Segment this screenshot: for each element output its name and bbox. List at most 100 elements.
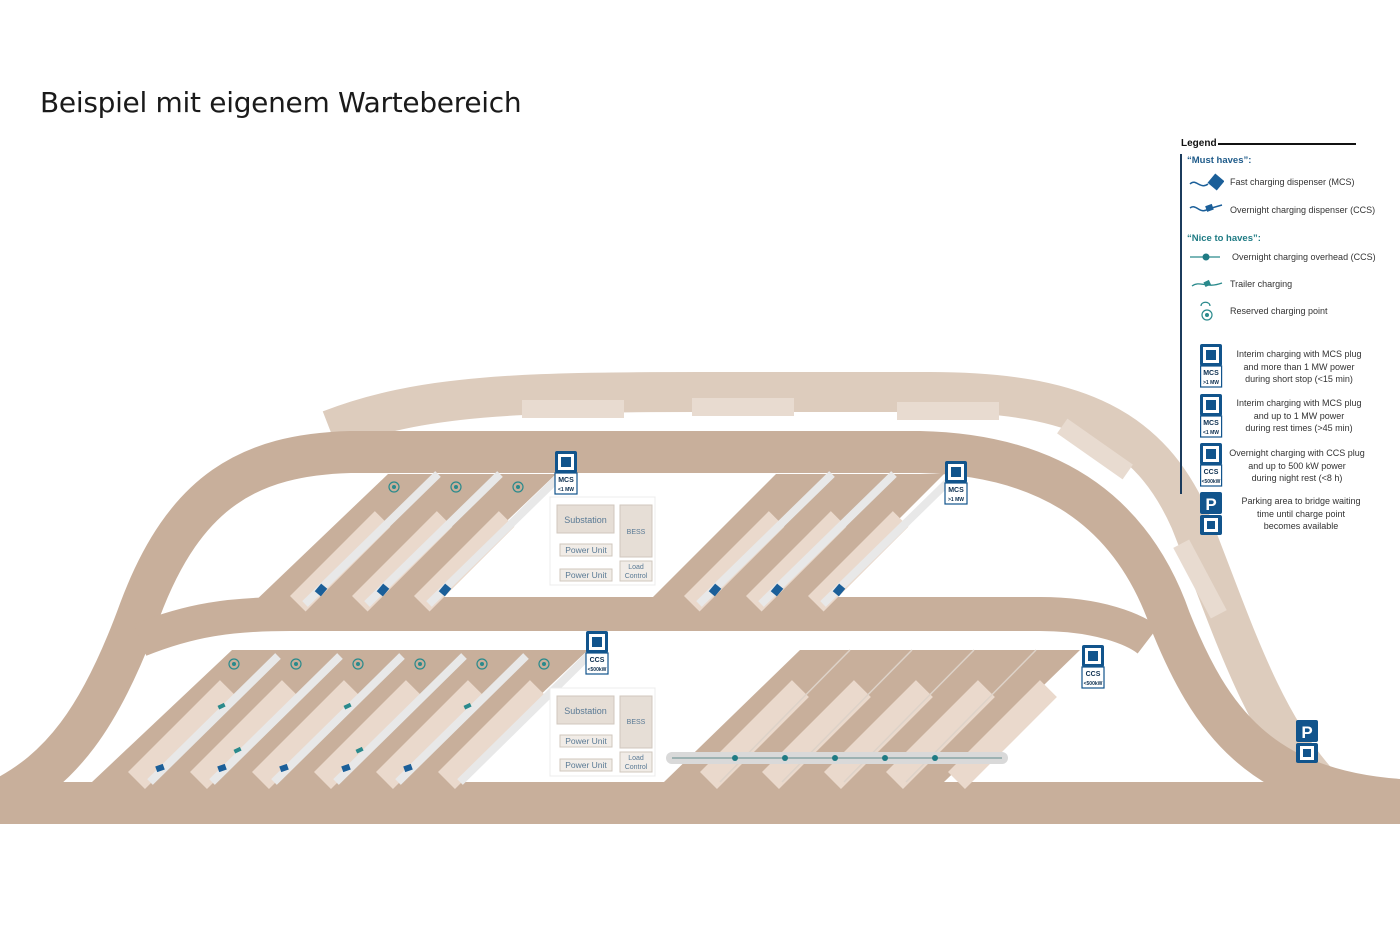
mcs-lt1mw-sign: MCS <1 MW xyxy=(554,451,578,495)
power-unit-box xyxy=(559,568,613,582)
parking-stall xyxy=(127,680,237,789)
sign-power-label: >1 MW xyxy=(1203,380,1219,386)
lane-strip xyxy=(457,653,591,785)
reserved-charging-icon xyxy=(538,658,550,670)
legend-line: and up to 500 kW power xyxy=(1248,460,1346,471)
lane-strip xyxy=(333,653,467,785)
legend-item-trailer: Trailer charging xyxy=(1230,279,1293,289)
sign-power-label: <1 MW xyxy=(1203,430,1219,436)
trailer-charging-icon xyxy=(343,702,352,710)
lane-strip xyxy=(758,471,897,607)
legend-line: and more than 1 MW power xyxy=(1243,361,1355,372)
parking-stall xyxy=(438,680,547,789)
legend-sign-parking: Parking area to bridge waiting time unti… xyxy=(1226,495,1376,533)
parking-letter: P xyxy=(1301,723,1312,742)
reserved-charging-dot xyxy=(356,662,360,666)
sign-power-label: <500kW xyxy=(588,667,607,673)
parking-stall xyxy=(376,680,485,789)
reserved-charging-icon xyxy=(352,658,364,670)
lane-strip xyxy=(302,471,441,607)
reserved-charging-dot xyxy=(542,662,546,666)
legend-line: Interim charging with MCS plug xyxy=(1236,349,1362,359)
ccs-dispenser-icon xyxy=(217,763,227,773)
lower-infrastructure: Substation Power Unit Power Unit BESS Lo… xyxy=(549,687,656,777)
mcs-dispenser-icon xyxy=(1189,173,1224,191)
parking-stalls xyxy=(127,511,1057,789)
must-haves-heading: “Must haves”: xyxy=(1187,155,1252,166)
power-unit-label: Power Unit xyxy=(565,545,607,555)
parking-stall xyxy=(314,680,423,789)
mcs-dispenser-icon xyxy=(438,583,452,597)
legend-sign-mcs-gt1: Interim charging with MCS plug and more … xyxy=(1224,348,1374,386)
ccs-dispenser-icon xyxy=(1189,203,1223,212)
legend-line: becomes available xyxy=(1263,521,1339,531)
ccs-sign-icon: CCS <500kW xyxy=(1200,443,1223,487)
mcs-dispenser-icon xyxy=(708,583,722,597)
power-unit-box xyxy=(559,734,613,748)
bess-label: BESS xyxy=(627,529,646,536)
middle-road xyxy=(133,597,1159,656)
load-control-box xyxy=(619,560,653,582)
sign-type-label: CCS xyxy=(1086,671,1101,678)
parking-stall xyxy=(414,511,515,612)
reserved-charging-icon xyxy=(290,658,302,670)
sign-type-label: MCS xyxy=(1203,420,1219,427)
reserved-charging-dot xyxy=(516,485,520,489)
sign-power-label: >1 MW xyxy=(948,497,964,503)
sign-type-label: CCS xyxy=(1204,469,1219,476)
mcs-dispenser-icon xyxy=(376,583,390,597)
trailer-charging-icon xyxy=(463,702,472,710)
legend-line: during short stop (<15 min) xyxy=(1245,374,1353,384)
reserved-charging-icon xyxy=(1200,301,1213,321)
bottom-road xyxy=(0,782,1400,824)
reserved-charging-dot xyxy=(454,485,458,489)
load-control-box xyxy=(619,751,653,773)
mcs-gt1mw-sign: MCS >1 MW xyxy=(944,461,968,505)
trailer-charging-icon xyxy=(355,746,364,754)
legend-sign-mcs-lt1: Interim charging with MCS plug and up to… xyxy=(1224,397,1374,435)
lane-strip xyxy=(820,471,959,607)
parking-sign-icon: P xyxy=(1200,492,1222,535)
trailer-charging-icon xyxy=(233,746,242,754)
legend-divider xyxy=(1180,154,1182,494)
power-unit-label: Power Unit xyxy=(565,736,607,746)
waiting-parking-bays xyxy=(522,398,1227,619)
lane-strip xyxy=(364,471,503,607)
sign-type-label: MCS xyxy=(1203,370,1219,377)
legend-item-reserved: Reserved charging point xyxy=(1230,306,1328,316)
reserved-charging-dot xyxy=(418,662,422,666)
reserved-charging-icon xyxy=(476,658,488,670)
ccs-sign: CCS <500kW xyxy=(1081,645,1105,689)
reserved-charging-icon xyxy=(228,658,240,670)
legend-line: time until charge point xyxy=(1256,508,1346,519)
substation-label: Substation xyxy=(564,706,607,716)
ccs-sign: CCS <500kW xyxy=(585,631,609,675)
legend-item-overhead: Overnight charging overhead (CCS) xyxy=(1232,252,1376,262)
upper-right-stall-block xyxy=(646,474,944,604)
mcs-gt1mw-sign-icon: MCS >1 MW xyxy=(1200,344,1223,388)
legend-title-rule xyxy=(1218,143,1356,145)
lane-strip xyxy=(147,653,281,785)
sign-power-label: <1 MW xyxy=(558,487,574,493)
sign-type-label: CCS xyxy=(590,657,605,664)
reserved-charging-points xyxy=(228,481,550,670)
sign-power-label: <500kW xyxy=(1202,479,1221,485)
page-title: Beispiel mit eigenem Wartebereich xyxy=(40,86,522,119)
trailer-charging-icon xyxy=(217,702,226,710)
bess-label: BESS xyxy=(627,719,646,726)
trailer-charging-icon xyxy=(1191,279,1223,287)
bess-box xyxy=(619,504,653,558)
legend: Legend “Must haves”: Fast charging dispe… xyxy=(1176,136,1391,546)
legend-line: Parking area to bridge waiting xyxy=(1241,496,1361,506)
reserved-charging-icon xyxy=(512,481,524,493)
ccs-dispenser-icon xyxy=(279,763,289,773)
ccs-dispenser-icon xyxy=(155,763,165,773)
mcs-dispenser-icon xyxy=(314,583,328,597)
reserved-charging-dot xyxy=(232,662,236,666)
substation-label: Substation xyxy=(564,515,607,525)
legend-sign-ccs: Overnight charging with CCS plug and up … xyxy=(1222,447,1372,485)
waiting-loop-road xyxy=(322,372,1335,799)
lane-strip xyxy=(696,471,835,607)
sign-power-label: <500kW xyxy=(1084,681,1103,687)
parking-letter: P xyxy=(1205,495,1216,514)
